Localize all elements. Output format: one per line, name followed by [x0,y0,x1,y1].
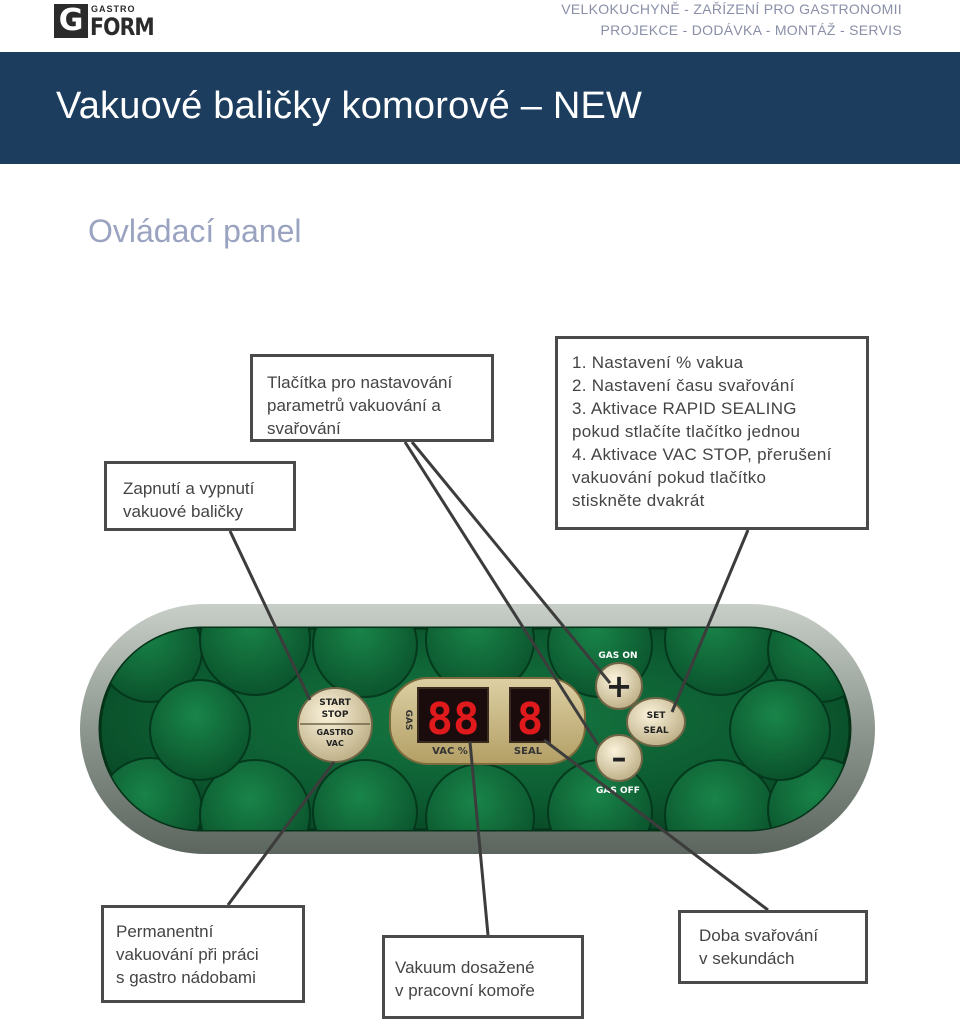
plus-icon: + [606,667,633,705]
callout-functions-line: pokud stlačíte tlačítko jednou [572,422,801,441]
seal-button-label: SEAL [643,726,669,736]
logo-form: FORM [90,13,155,41]
callout-vacuum-line: v pracovní komoře [395,981,535,1000]
set-label: SET [647,711,667,721]
vac-percent-label: VAC % [432,746,468,757]
callout-permanent: Permanentní vakuování při práci s gastro… [101,905,305,1003]
callout-functions-line: 1. Nastavení % vakua [572,353,744,372]
minus-button[interactable]: – [595,734,643,782]
vac-display-digits: 88 [427,694,480,745]
callout-functions-line: 4. Aktivace VAC STOP, přerušení [572,445,832,464]
seal-display [509,687,551,743]
callout-buttons-line: Tlačítka pro nastavování [267,373,453,392]
gas-off-label: GAS OFF [596,786,640,796]
callout-permanent-line: vakuování při práci [116,945,259,964]
seal-label: SEAL [514,746,543,757]
callout-power-line: Zapnutí a vypnutí [123,479,255,498]
logo-gastro: GASTRO [91,4,136,14]
tagline-line1: VELKOKUCHYNĚ - ZAŘÍZENÍ PRO GASTRONOMII [561,1,902,17]
gas-vertical-label: GAS [403,710,413,731]
leader-seal [543,738,769,912]
gastroform-logo: G GASTRO FORM [54,4,155,41]
leader-lines [226,441,769,936]
leader-permanent [226,761,336,906]
start-label: START [319,698,351,708]
callout-buttons-line: parametrů vakuování a [267,396,441,415]
display-window: GAS 88 8 VAC % SEAL [389,677,586,765]
callout-buttons: Tlačítka pro nastavování parametrů vakuo… [250,354,494,442]
stop-label: STOP [322,710,349,720]
seal-display-digits: 8 [517,694,544,745]
plus-button[interactable]: + [595,662,643,710]
callout-vacuum-line: Vakuum dosažené [395,958,535,977]
tagline-line2: PROJEKCE - DODÁVKA - MONTÁŽ - SERVIS [600,22,902,38]
callout-buttons-line: svařování [267,419,341,438]
callout-functions-line: vakuování pokud tlačítko [572,468,767,487]
callout-permanent-line: Permanentní [116,922,214,941]
callout-functions-line: 2. Nastavení času svařování [572,376,795,395]
callout-functions: 1. Nastavení % vakua 2. Nastavení času s… [555,336,869,530]
gastro-label: GASTRO [317,728,354,737]
callout-seal-line: Doba svařování [699,926,819,945]
vac-display [417,687,489,743]
gas-on-label: GAS ON [598,651,637,661]
title-banner: Vakuové baličky komorové – NEW [0,52,960,164]
vac-label: VAC [326,739,344,748]
page-title: Vakuové baličky komorové – NEW [56,85,643,127]
set-seal-button[interactable]: SET SEAL [626,697,686,747]
callout-functions-line: 3. Aktivace RAPID SEALING [572,399,797,418]
leader-functions [670,529,750,713]
callout-power-line: vakuové baličky [123,502,244,521]
callout-seal: Doba svařování v sekundách [678,910,868,984]
leader-buttons-minus [403,441,600,746]
callout-functions-line: stiskněte dvakrát [572,491,705,510]
start-stop-button[interactable]: START STOP GASTRO VAC [297,687,373,763]
logo-letter: G [54,4,88,38]
callout-permanent-line: s gastro nádobami [116,968,256,987]
section-title: Ovládací panel [88,213,302,249]
leader-vacuum [468,741,490,936]
callout-vacuum: Vakuum dosažené v pracovní komoře [382,935,584,1019]
callout-seal-line: v sekundách [699,949,795,968]
minus-icon: – [612,741,627,776]
callout-power: Zapnutí a vypnutí vakuové baličky [104,461,296,531]
leader-buttons-plus [410,441,612,684]
leader-power [228,530,312,701]
